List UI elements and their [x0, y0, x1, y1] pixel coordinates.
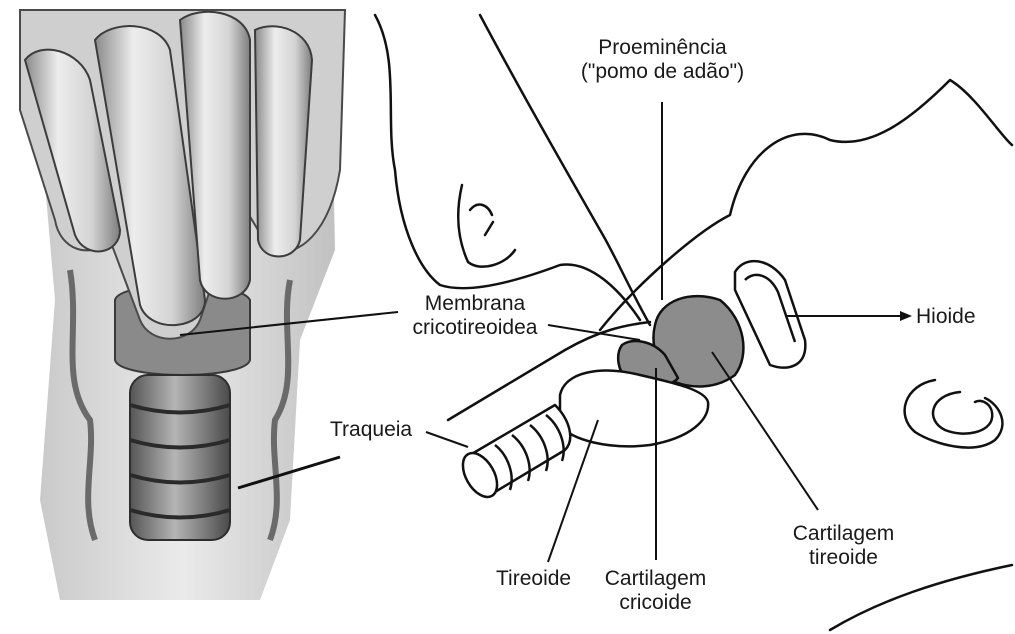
label-tireoide: Tireoide: [496, 567, 571, 591]
label-tireoide-cart-line1: Cartilagem: [786, 522, 901, 546]
label-cartilagem-cricoide: Cartilagem cricoide: [598, 567, 713, 615]
leader-membrana-right: [548, 325, 640, 340]
trachea-illustration: [130, 375, 230, 540]
label-tireoide-cart-line2: tireoide: [786, 546, 901, 570]
arrow-hioide: [900, 311, 912, 321]
ear-outline: [905, 380, 1003, 448]
label-membrana: Membrana cricotireoidea: [400, 292, 550, 340]
label-proeminencia-line1: Proeminência: [560, 36, 765, 60]
left-illustration: [20, 10, 345, 600]
label-cartilagem-tireoide: Cartilagem tireoide: [786, 522, 901, 570]
shoulder-line: [830, 565, 1012, 630]
ear-inner: [933, 392, 992, 434]
leader-cartilagem-tireoide: [712, 352, 818, 510]
label-proeminencia: Proeminência ("pomo de adão"): [560, 36, 765, 84]
fingernail-crease: [470, 205, 493, 235]
hyoid-shape: [735, 261, 805, 367]
label-proeminencia-line2: ("pomo de adão"): [560, 60, 765, 84]
label-membrana-line1: Membrana: [400, 292, 550, 316]
label-hioide: Hioide: [916, 305, 976, 329]
leader-traqueia: [426, 432, 468, 447]
fingernail: [458, 185, 515, 267]
label-cricoide-line2: cricoide: [598, 591, 713, 615]
label-membrana-line2: cricotireoidea: [400, 316, 550, 340]
trachea-line-drawing: [456, 405, 570, 503]
label-cricoide-line1: Cartilagem: [598, 567, 713, 591]
label-traqueia: Traqueia: [330, 418, 412, 442]
